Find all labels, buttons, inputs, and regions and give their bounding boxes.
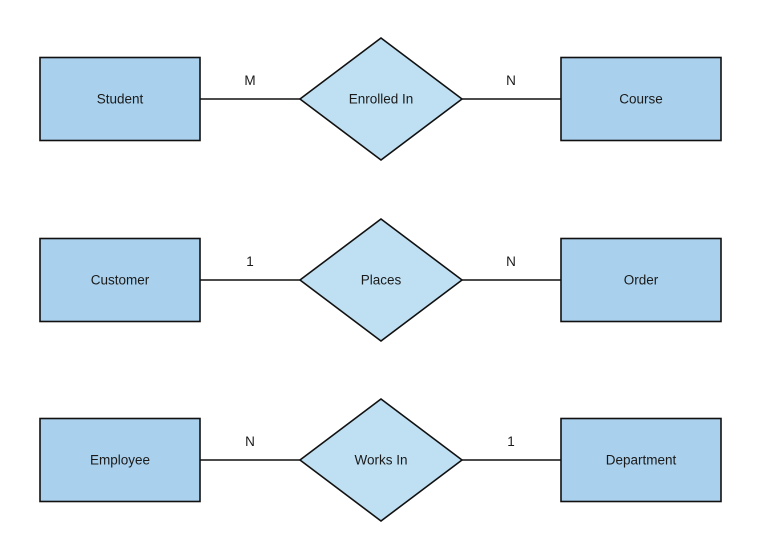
cardinality-label-right: N bbox=[506, 73, 516, 88]
entity-rectangle-right[interactable] bbox=[560, 417, 722, 503]
entity-rectangle-left[interactable] bbox=[39, 237, 201, 323]
entity-rectangle-left[interactable] bbox=[39, 56, 201, 142]
relationship-diamond[interactable] bbox=[298, 397, 464, 523]
cardinality-label-right: N bbox=[506, 254, 516, 269]
cardinality-label-left: N bbox=[245, 434, 255, 449]
entity-rectangle-left[interactable] bbox=[39, 417, 201, 503]
relationship-diamond[interactable] bbox=[298, 217, 464, 343]
cardinality-label-left: 1 bbox=[246, 254, 254, 269]
cardinality-label-left: M bbox=[244, 73, 255, 88]
cardinality-label-right: 1 bbox=[507, 434, 515, 449]
relationship-diamond[interactable] bbox=[298, 36, 464, 162]
entity-rectangle-right[interactable] bbox=[560, 56, 722, 142]
entity-rectangle-right[interactable] bbox=[560, 237, 722, 323]
